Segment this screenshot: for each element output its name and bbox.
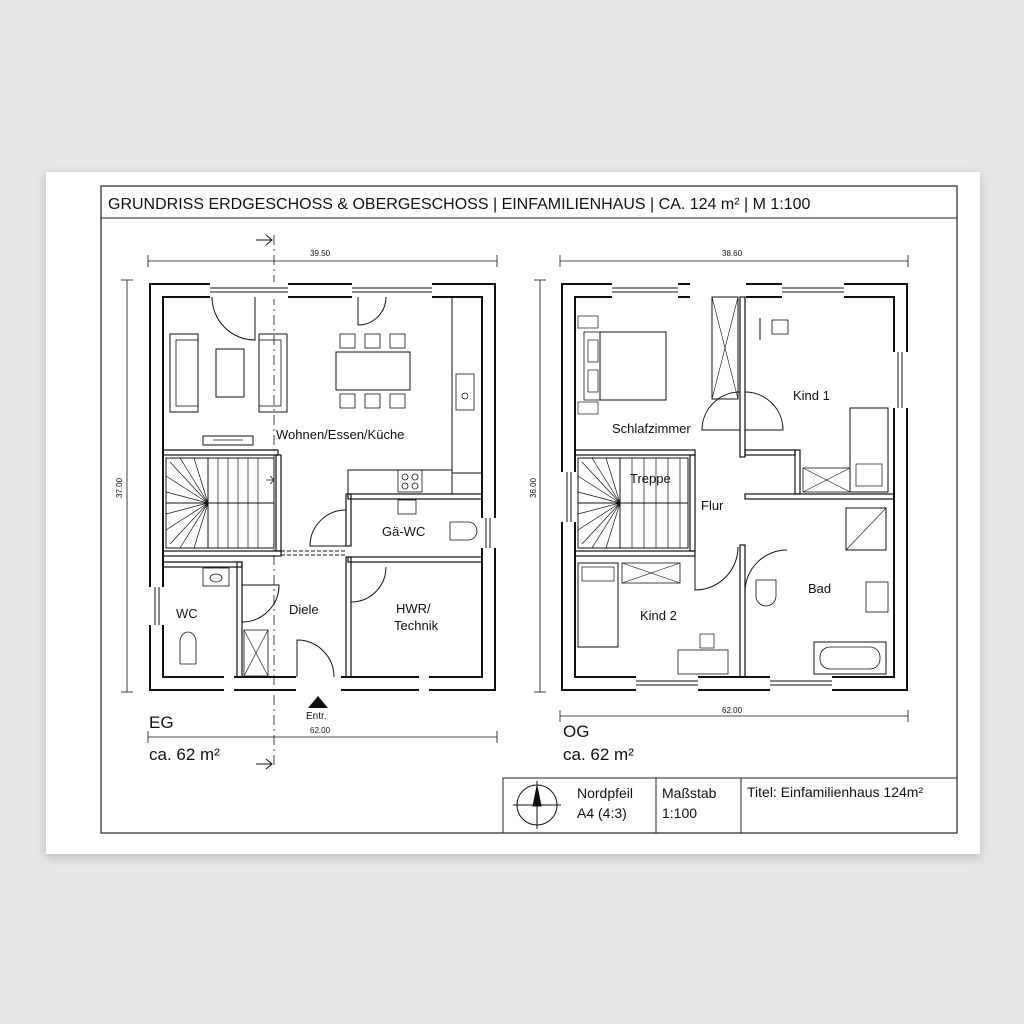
eg-wall-stair xyxy=(162,449,279,456)
og-room-bad: Bad xyxy=(808,581,831,596)
eg-entrance-label: Entr. xyxy=(306,711,327,722)
og-room-schlafzimmer: Schlafzimmer xyxy=(612,421,691,436)
og-area: ca. 62 m² xyxy=(563,745,634,764)
og-bed-master xyxy=(599,331,667,401)
og-dim-top: 38.60 xyxy=(722,249,743,258)
eg-table-living xyxy=(215,348,245,398)
title-block xyxy=(502,777,958,834)
og-room-flur: Flur xyxy=(701,498,724,513)
north-arrow-icon xyxy=(513,781,561,829)
eg-room-hwr-2: Technik xyxy=(394,618,439,633)
eg-dim-top: 39.50 xyxy=(310,249,331,258)
og-outer-wall xyxy=(561,283,908,691)
eg-closet xyxy=(243,629,269,677)
eg-dim-side: 37.00 xyxy=(115,477,124,498)
og-room-kind2: Kind 2 xyxy=(640,608,677,623)
og-room-treppe: Treppe xyxy=(630,471,671,486)
og-dim-bottom: 62.00 xyxy=(722,706,743,715)
sheet-title: GRUNDRISS ERDGESCHOSS & OBERGESCHOSS | E… xyxy=(108,196,811,213)
og-level: OG xyxy=(563,722,589,741)
eg-sofa-left xyxy=(169,333,199,413)
eg-room-wohnen: Wohnen/Essen/Küche xyxy=(276,427,404,442)
eg-kitchen-counter xyxy=(451,296,483,474)
tb-format: A4 (4:3) xyxy=(577,805,627,821)
eg-dim-bottom: 62.00 xyxy=(310,726,331,735)
eg-room-wc: WC xyxy=(176,606,198,621)
eg-room-hwr-1: HWR/ xyxy=(396,601,431,616)
og-shower xyxy=(845,507,887,551)
og-bed-kind1 xyxy=(849,407,889,493)
eg-dining-table xyxy=(335,351,411,391)
eg-level: EG xyxy=(149,713,174,732)
og-bathtub xyxy=(813,641,887,675)
og-room-kind1: Kind 1 xyxy=(793,388,830,403)
tb-title: Titel: Einfamilienhaus 124m² xyxy=(747,784,923,800)
tb-scale-value: 1:100 xyxy=(662,805,697,821)
eg-sofa-right xyxy=(258,333,288,413)
tb-north: Nordpfeil xyxy=(577,785,633,801)
og-dim-side: 36.00 xyxy=(529,477,538,498)
eg-outer-wall xyxy=(149,283,496,691)
eg-room-gaewc: Gä-WC xyxy=(382,524,425,539)
og-wardrobe xyxy=(711,296,739,400)
eg-plan xyxy=(121,234,498,770)
eg-room-diele: Diele xyxy=(289,602,319,617)
og-plan xyxy=(534,255,909,722)
og-bed-kind2 xyxy=(577,562,619,648)
eg-area: ca. 62 m² xyxy=(149,745,220,764)
entrance-arrow-icon xyxy=(308,696,328,708)
tb-scale-label: Maßstab xyxy=(662,785,717,801)
